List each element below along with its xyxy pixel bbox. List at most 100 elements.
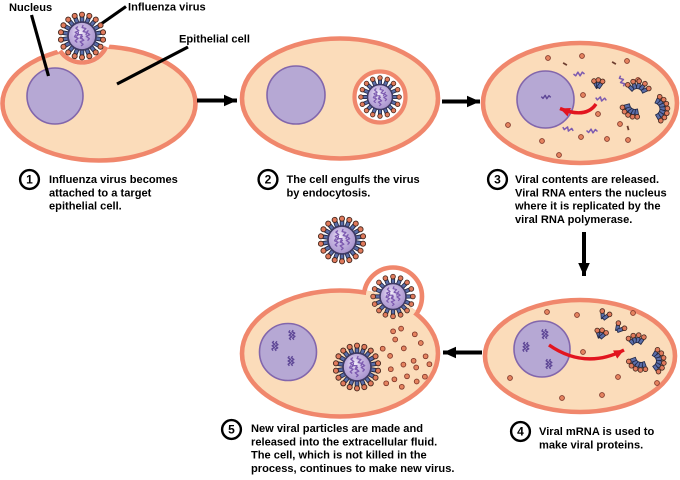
caption-line: Viral RNA enters the nucleus	[515, 187, 667, 199]
virus-rna-segment	[79, 35, 85, 47]
spike-ball	[599, 78, 606, 85]
epithelial-cell-membrane	[482, 297, 678, 415]
stage-number: 1	[26, 173, 33, 187]
virus-spike	[370, 293, 382, 300]
spike-ball	[377, 75, 383, 81]
spike-ball	[359, 101, 366, 107]
caption-line: The cell, which is not killed in the	[251, 450, 427, 462]
spike-ball	[370, 293, 376, 300]
nucleus	[513, 320, 571, 378]
virus-rna-segment	[388, 292, 394, 300]
viral-protein-dot	[383, 380, 390, 387]
stage-number: 4	[517, 425, 524, 439]
spike-ball	[65, 16, 72, 23]
spike-ball	[367, 347, 374, 354]
virus-rna-segment	[348, 365, 354, 375]
viral-rna-segment	[618, 75, 626, 87]
spike-ball	[335, 353, 342, 360]
nucleus	[516, 70, 575, 129]
spike-ball	[619, 104, 626, 111]
viral-protein-dot	[400, 361, 407, 368]
spike-ball	[79, 11, 85, 18]
virus-in-vesicle	[358, 75, 402, 119]
capsid-fragment	[651, 346, 667, 375]
spike-ball	[394, 87, 401, 93]
spike-ball	[404, 279, 410, 286]
viral-protein-dot	[615, 374, 621, 380]
viral-protein-dot	[559, 395, 565, 401]
viral-protein-dot	[391, 376, 398, 383]
spike-ball	[658, 350, 665, 356]
viral-protein-dot	[579, 53, 585, 59]
spike-ball	[659, 365, 665, 371]
viral-protein-dot	[625, 137, 631, 143]
caption-line: released into the extracellular fluid.	[251, 436, 437, 448]
spike-ball	[71, 53, 78, 60]
rna-transport-arrow	[559, 102, 598, 117]
spike-ball	[340, 347, 347, 354]
spike-ball	[340, 380, 347, 387]
virus-spike	[369, 366, 382, 374]
virus-spike	[626, 356, 638, 365]
stage-number-badge	[220, 418, 243, 441]
nucleus-rna-segment	[540, 94, 552, 100]
virus-spike	[625, 82, 635, 92]
spike-ball	[332, 360, 339, 367]
caption-line: by endocytosis.	[287, 187, 371, 199]
spike-ball	[71, 12, 78, 19]
viral-protein-dot	[387, 366, 394, 373]
spike-ball	[346, 257, 353, 264]
virus-rna-segment	[385, 294, 391, 304]
nucleus	[258, 322, 318, 382]
capsid-fragment	[594, 327, 609, 340]
spike-ball	[384, 76, 390, 83]
caption-line: Influenza virus becomes	[49, 174, 178, 186]
spike-ball	[377, 113, 383, 119]
capsid-fragment	[599, 308, 613, 321]
viral-protein-dot	[580, 349, 586, 355]
spike-ball	[410, 293, 416, 300]
spike-ball	[621, 325, 628, 332]
virus-rna-segment	[337, 235, 343, 244]
nucleus-rna-segment	[271, 340, 279, 352]
spike-ball	[630, 332, 636, 339]
viral-protein-dot	[580, 92, 586, 98]
viral-protein-dot	[595, 111, 601, 117]
viral-protein-dot	[604, 136, 610, 142]
nucleus-rna-segment	[522, 341, 530, 353]
spike-ball	[630, 78, 636, 85]
viral-protein-dot	[400, 345, 407, 352]
viral-protein-dot	[617, 121, 623, 127]
viral-protein-dot	[387, 353, 393, 359]
spike-ball	[599, 308, 606, 314]
nucleus-rna-segment	[541, 328, 549, 340]
caption-line: Viral contents are released.	[515, 174, 659, 186]
spike-ball	[60, 43, 67, 50]
virus-spike	[638, 80, 648, 92]
virus-rna-segment	[352, 362, 358, 371]
spike-ball	[626, 358, 632, 365]
virus-spike	[637, 334, 647, 345]
caption-line: The cell engulfs the virus	[287, 174, 420, 186]
caption-line: where it is replicated by the	[514, 201, 661, 213]
spike-ball	[390, 107, 397, 114]
viral-protein-dot	[505, 122, 511, 128]
spike-ball	[367, 380, 374, 387]
spike-ball	[57, 36, 64, 43]
spike-ball	[361, 384, 368, 391]
virus-spike	[348, 248, 359, 260]
capsid-fragment	[625, 332, 647, 346]
viral-protein-dot	[422, 373, 428, 380]
nucleus-pointer-line	[29, 14, 51, 77]
spike-ball	[390, 273, 396, 280]
viral-protein-dot	[507, 375, 513, 381]
caption-line: attached to a target	[49, 187, 152, 199]
stage-number-badge	[509, 420, 532, 443]
virus-particles	[57, 11, 416, 392]
flow-arrows	[197, 94, 590, 359]
rna-transport-arrow	[548, 343, 625, 361]
capsid-fragment	[614, 320, 628, 333]
